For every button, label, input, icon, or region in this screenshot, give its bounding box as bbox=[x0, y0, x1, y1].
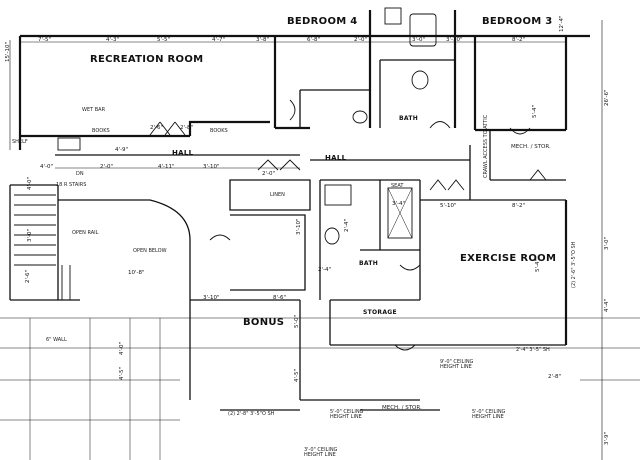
room-hall-center: HALL bbox=[325, 154, 347, 162]
dim-misc-1: 2'-6" bbox=[150, 125, 164, 131]
dim-top-8: 3'-0" bbox=[412, 37, 426, 43]
dim-left-4: 3'-0" bbox=[27, 228, 33, 242]
room-bedroom-4: BEDROOM 4 bbox=[287, 16, 358, 27]
note-dn: DN bbox=[76, 171, 84, 177]
note-wet-bar: WET BAR bbox=[82, 107, 106, 113]
dim-bonus-4: 2'-4" bbox=[344, 218, 350, 232]
dim-right-1: 26'-6" bbox=[604, 89, 610, 106]
door-swings bbox=[149, 99, 547, 351]
note-shelf: SHELF bbox=[12, 139, 28, 145]
dim-left-1: 15'-10" bbox=[5, 41, 11, 62]
dim-hall-2: 3'-10" bbox=[203, 164, 220, 170]
dim-top-5: 3'-8" bbox=[256, 37, 270, 43]
dim-left-6: 4'-5" bbox=[119, 366, 125, 380]
dim-top-7: 2'-0" bbox=[354, 37, 368, 43]
room-storage: STORAGE bbox=[363, 309, 397, 316]
room-exercise: EXERCISE ROOM bbox=[460, 253, 557, 264]
label-linen: LINEN bbox=[270, 192, 285, 198]
dim-right-5: 4'-4" bbox=[604, 298, 610, 312]
dim-top-10: 8'-2" bbox=[512, 37, 526, 43]
label-open-rail: OPEN RAIL bbox=[72, 230, 99, 236]
note-ceiling-c: 3'-0" CEILING HEIGHT LINE bbox=[304, 447, 338, 458]
room-hall-left: HALL bbox=[172, 149, 194, 157]
dim-hall-1: 4'-11" bbox=[158, 164, 175, 170]
dim-misc-7: 2'-8" bbox=[548, 374, 562, 380]
dim-right-6: 3'-9" bbox=[604, 431, 610, 445]
dim-hall-5: 4'-0" bbox=[40, 164, 54, 170]
dim-misc-4: 2'-4" bbox=[318, 267, 332, 273]
dim-left-3: 2'-6" bbox=[25, 269, 31, 283]
dim-hall-4: 4'-9" bbox=[115, 147, 129, 153]
dim-top-9: 3'-10" bbox=[446, 37, 463, 43]
fixtures bbox=[57, 7, 437, 245]
room-recreation: RECREATION ROOM bbox=[90, 54, 204, 65]
room-bath-lower: BATH bbox=[359, 260, 379, 267]
note-ceiling-a: 9'-0" CEILING HEIGHT LINE bbox=[440, 359, 474, 370]
dim-hall-3: 2'-0" bbox=[100, 164, 114, 170]
note-sh-bottom: (2) 2'-8" 3'-5"O SH bbox=[228, 411, 275, 417]
dim-mid-2: 8'-2" bbox=[512, 203, 526, 209]
dim-misc-3: 2'-0" bbox=[262, 171, 276, 177]
dim-misc-6: 5'-4" bbox=[535, 258, 541, 272]
dim-mid-3: 3'-10" bbox=[203, 295, 220, 301]
label-open-below: OPEN BELOW bbox=[133, 248, 167, 254]
label-mech-stor-right: MECH. / STOR. bbox=[511, 144, 551, 150]
interior-walls bbox=[0, 20, 640, 460]
dim-top-2: 4'-3" bbox=[106, 37, 120, 43]
label-seat: SEAT bbox=[391, 183, 404, 189]
dim-top-1: 7'-5" bbox=[38, 37, 52, 43]
dim-right-4: 3'-0" bbox=[604, 236, 610, 250]
room-bedroom-3: BEDROOM 3 bbox=[482, 16, 553, 27]
note-books-2: BOOKS bbox=[210, 128, 228, 134]
dim-top-3: 5'-5" bbox=[157, 37, 171, 43]
room-bath-upper: BATH bbox=[399, 115, 419, 122]
note-sh-exercise: 2'-4" 3'-5" SH bbox=[516, 347, 550, 353]
dim-top-4: 4'-7" bbox=[212, 37, 226, 43]
dim-misc-2: 2'-8" bbox=[180, 125, 194, 131]
room-bonus: BONUS bbox=[243, 317, 285, 328]
dim-bonus-3: 3'-10" bbox=[296, 218, 302, 235]
dim-bonus-2: 4'-5" bbox=[294, 368, 300, 382]
note-ceiling-d: 5'-0" CEILING HEIGHT LINE bbox=[330, 409, 364, 420]
stairs bbox=[14, 194, 71, 300]
dim-mid-5: 10'-8" bbox=[128, 270, 145, 276]
dim-top-6: 6'-8" bbox=[307, 37, 321, 43]
dim-left-5: 4'-0" bbox=[119, 341, 125, 355]
note-up-stairs: 18 R STAIRS bbox=[56, 182, 87, 188]
dim-left-2: 4'-0" bbox=[27, 176, 33, 190]
dim-mid-4: 8'-6" bbox=[273, 295, 287, 301]
dim-right-3: 5'-4" bbox=[532, 104, 538, 118]
note-ceiling-b: 5'-0" CEILING HEIGHT LINE bbox=[472, 409, 506, 420]
note-6-wall: 6" WALL bbox=[46, 337, 67, 343]
note-sh-right: (2) 2'-6" 3'-5"O SH bbox=[571, 241, 577, 288]
note-books-1: BOOKS bbox=[92, 128, 110, 134]
dim-misc-5: 3'-4" bbox=[392, 201, 406, 207]
label-mech-stor-bottom: MECH. / STOR. bbox=[382, 405, 422, 411]
dim-right-2: 12'-4" bbox=[559, 15, 565, 32]
note-attic-access: CRAWL ACCESS TO ATTIC bbox=[483, 114, 489, 178]
dim-bonus-1: 5'-0" bbox=[294, 314, 300, 328]
dim-mid-1: 5'-10" bbox=[440, 203, 457, 209]
